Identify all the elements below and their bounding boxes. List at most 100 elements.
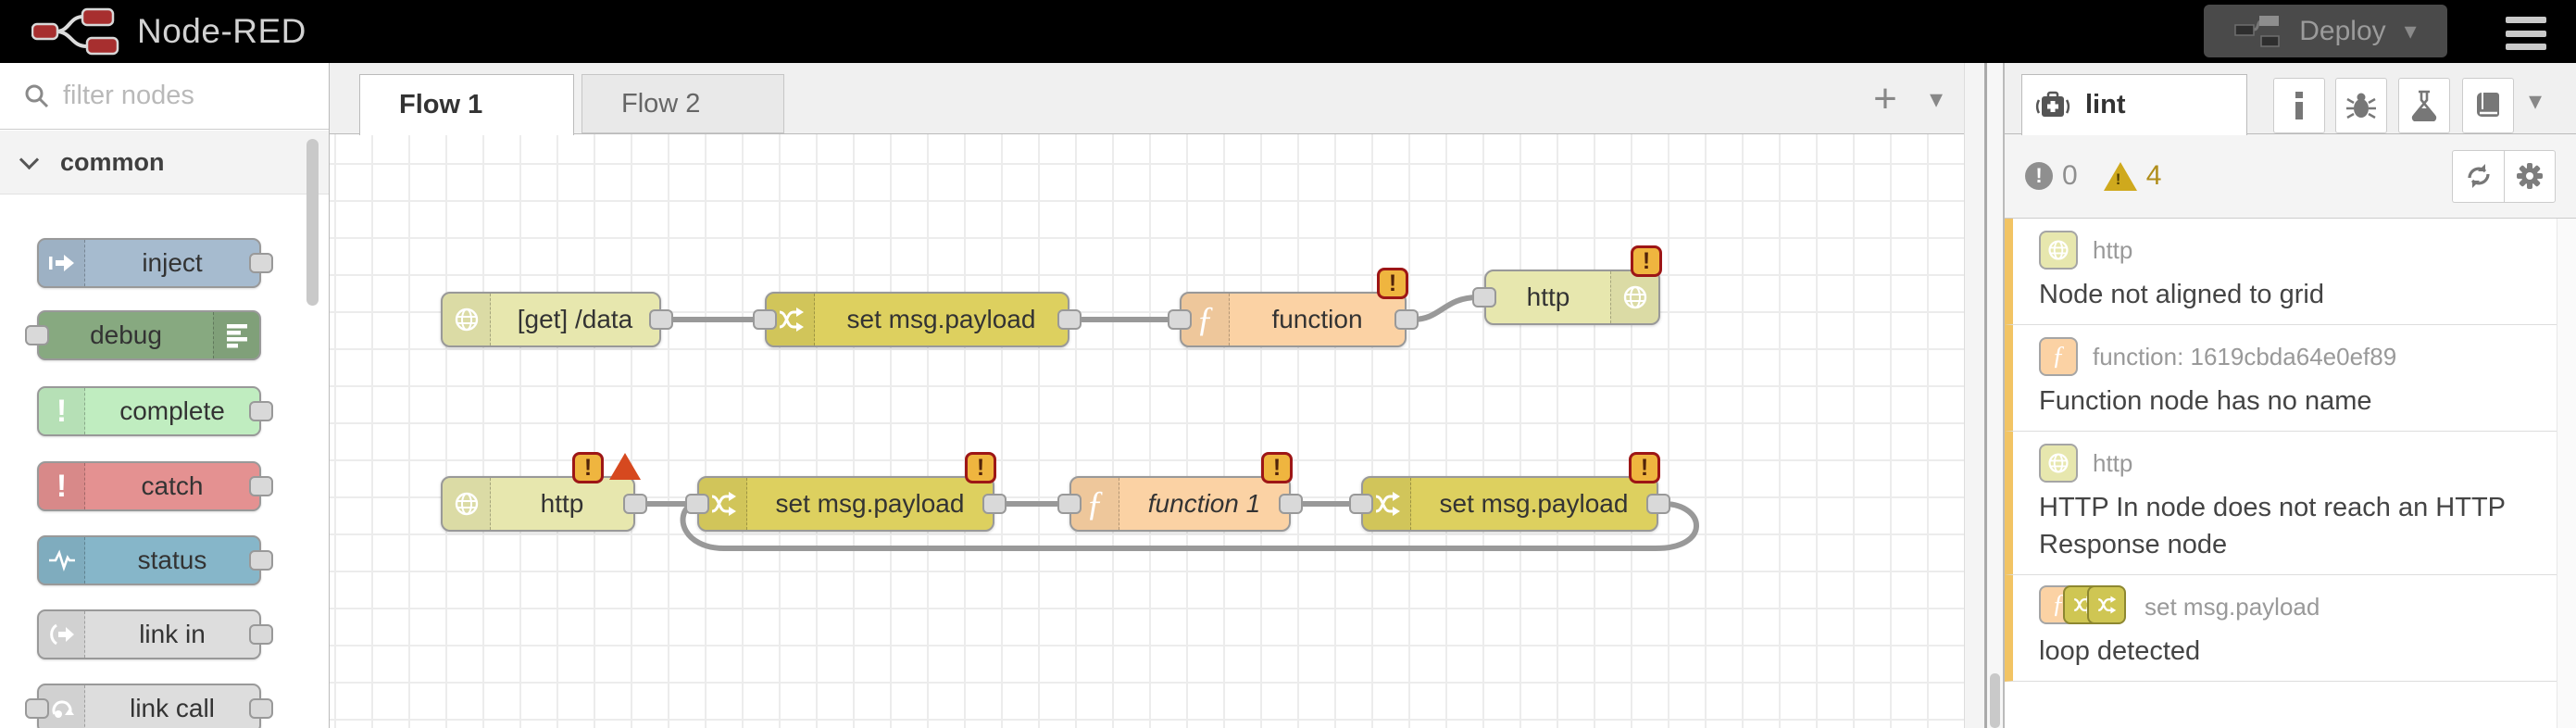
output-port[interactable] bbox=[249, 624, 273, 645]
deploy-icon bbox=[2234, 15, 2281, 48]
flow-node-change-1[interactable]: set msg.payload bbox=[753, 292, 1082, 347]
workspace: Flow 1 Flow 2 + ▾ bbox=[330, 63, 1964, 728]
output-port[interactable] bbox=[249, 698, 273, 719]
help-tab-button[interactable] bbox=[2462, 78, 2514, 133]
flow-node-http-in-get-data[interactable]: [get] /data bbox=[441, 292, 673, 347]
lint-item[interactable]: http HTTP In node does not reach an HTTP… bbox=[2005, 432, 2557, 575]
node-red-logo-icon bbox=[31, 7, 120, 56]
bug-icon bbox=[2346, 93, 2376, 119]
flow-list-chevron-icon[interactable]: ▾ bbox=[1930, 84, 1944, 113]
lint-item-message: Node not aligned to grid bbox=[2039, 280, 2324, 309]
flow-node-change-3[interactable]: set msg.payload ! bbox=[1349, 452, 1670, 532]
search-icon bbox=[24, 83, 50, 109]
globe-icon bbox=[443, 478, 491, 530]
http-node-icon bbox=[2039, 231, 2078, 270]
flow-node-http-response[interactable]: http ! bbox=[1472, 245, 1662, 325]
palette-category-common[interactable]: common bbox=[0, 131, 329, 195]
flow-node-http-in[interactable]: http ! bbox=[441, 452, 647, 532]
output-port[interactable] bbox=[623, 494, 647, 514]
output-port[interactable] bbox=[1646, 494, 1670, 514]
filter-nodes-input[interactable] bbox=[63, 81, 276, 111]
flow-wires bbox=[639, 295, 1699, 551]
link-in-icon bbox=[39, 611, 85, 658]
chevron-down-icon bbox=[19, 149, 40, 169]
node-label: set msg.payload bbox=[775, 489, 965, 518]
flow-node-function[interactable]: ƒ function ! bbox=[1168, 268, 1419, 347]
palette-node-debug[interactable]: debug bbox=[25, 310, 261, 360]
palette-node-link-in[interactable]: link in bbox=[37, 609, 273, 659]
shuffle-icon bbox=[699, 478, 747, 530]
globe-icon bbox=[1610, 271, 1658, 323]
input-port[interactable] bbox=[1472, 287, 1496, 308]
flow-tabbar: Flow 1 Flow 2 + ▾ bbox=[330, 63, 1964, 135]
http-node-icon bbox=[2039, 444, 2078, 483]
warning-badge-icon: ! bbox=[572, 452, 604, 483]
lint-item[interactable]: ƒ function: 1619cbda64e0ef89 Function no… bbox=[2005, 325, 2557, 432]
sidebar-tabs-chevron-icon[interactable]: ▾ bbox=[2529, 86, 2543, 115]
output-port[interactable] bbox=[1279, 494, 1303, 514]
deploy-button[interactable]: Deploy ▾ bbox=[2204, 5, 2447, 57]
input-port[interactable] bbox=[685, 494, 709, 514]
change-node-icon bbox=[2087, 585, 2126, 624]
lint-item-node: http bbox=[2093, 448, 2133, 477]
warning-badge-icon: ! bbox=[965, 452, 996, 483]
refresh-lint-button[interactable] bbox=[2452, 149, 2504, 203]
palette-node-label: complete bbox=[119, 396, 225, 425]
output-port[interactable] bbox=[982, 494, 1007, 514]
output-port[interactable] bbox=[249, 550, 273, 571]
palette-node-status[interactable]: status bbox=[37, 535, 273, 585]
palette-search bbox=[0, 63, 329, 130]
tab-flow-2[interactable]: Flow 2 bbox=[581, 74, 784, 133]
lint-settings-button[interactable] bbox=[2504, 149, 2556, 203]
palette-node-inject[interactable]: inject bbox=[37, 238, 273, 288]
output-port[interactable] bbox=[249, 401, 273, 421]
input-port[interactable] bbox=[753, 309, 777, 330]
input-port[interactable] bbox=[1349, 494, 1373, 514]
inject-arrow-icon bbox=[39, 240, 85, 286]
flow-canvas[interactable]: [get] /data set msg.payload ƒ bbox=[330, 134, 1964, 728]
input-port[interactable] bbox=[1057, 494, 1082, 514]
canvas-vertical-scrollbar[interactable] bbox=[1987, 63, 2003, 728]
tab-flow-1[interactable]: Flow 1 bbox=[359, 74, 574, 135]
palette-node-catch[interactable]: ! catch bbox=[37, 461, 273, 511]
error-count-icon: ! bbox=[2025, 162, 2053, 190]
lint-statusbar: ! 0 ! 4 bbox=[2005, 134, 2576, 219]
output-port[interactable] bbox=[1394, 309, 1419, 330]
info-tab-button[interactable] bbox=[2273, 78, 2325, 133]
lint-item[interactable]: http Node not aligned to grid bbox=[2005, 219, 2557, 325]
input-port[interactable] bbox=[1168, 309, 1192, 330]
output-port[interactable] bbox=[1057, 309, 1082, 330]
output-port[interactable] bbox=[249, 476, 273, 496]
debug-levels-icon bbox=[213, 312, 259, 358]
input-port[interactable] bbox=[25, 325, 49, 345]
scrollbar-thumb[interactable] bbox=[1990, 673, 2000, 728]
debug-tab-button[interactable] bbox=[2335, 78, 2387, 133]
palette-scrollbar[interactable] bbox=[306, 139, 319, 306]
input-port[interactable] bbox=[25, 698, 49, 719]
config-nodes-tab-button[interactable] bbox=[2398, 78, 2450, 133]
flow-node-change-2[interactable]: set msg.payload ! bbox=[685, 452, 1007, 532]
palette-node-link-call[interactable]: link call bbox=[25, 684, 273, 728]
lint-item-message: Function node has no name bbox=[2039, 386, 2372, 416]
lint-item[interactable]: ƒ bbox=[2005, 575, 2557, 682]
lint-item-message: loop detected bbox=[2039, 636, 2201, 666]
add-flow-button[interactable]: + bbox=[1873, 76, 1897, 121]
sidebar-scrollbar[interactable] bbox=[2557, 219, 2576, 728]
globe-icon bbox=[443, 294, 491, 345]
output-port[interactable] bbox=[649, 309, 673, 330]
flow-node-function-1[interactable]: ƒ function 1 ! bbox=[1057, 452, 1303, 532]
palette-node-complete[interactable]: ! complete bbox=[37, 386, 273, 436]
flask-icon bbox=[2411, 90, 2437, 121]
output-port[interactable] bbox=[249, 253, 273, 273]
sidebar-resize-handle[interactable] bbox=[1984, 63, 1987, 728]
node-label: http bbox=[1526, 282, 1570, 311]
gear-icon bbox=[2517, 163, 2543, 189]
canvas-scrollbar-track[interactable] bbox=[1964, 63, 1984, 728]
palette-category-label: common bbox=[60, 147, 165, 176]
flow-tab-label: Flow 2 bbox=[621, 88, 701, 119]
main-menu-button[interactable] bbox=[2506, 15, 2550, 52]
tab-lint[interactable]: lint bbox=[2021, 74, 2247, 135]
app-title: Node-RED bbox=[137, 12, 306, 50]
deploy-options-chevron-icon[interactable]: ▾ bbox=[2404, 17, 2417, 44]
